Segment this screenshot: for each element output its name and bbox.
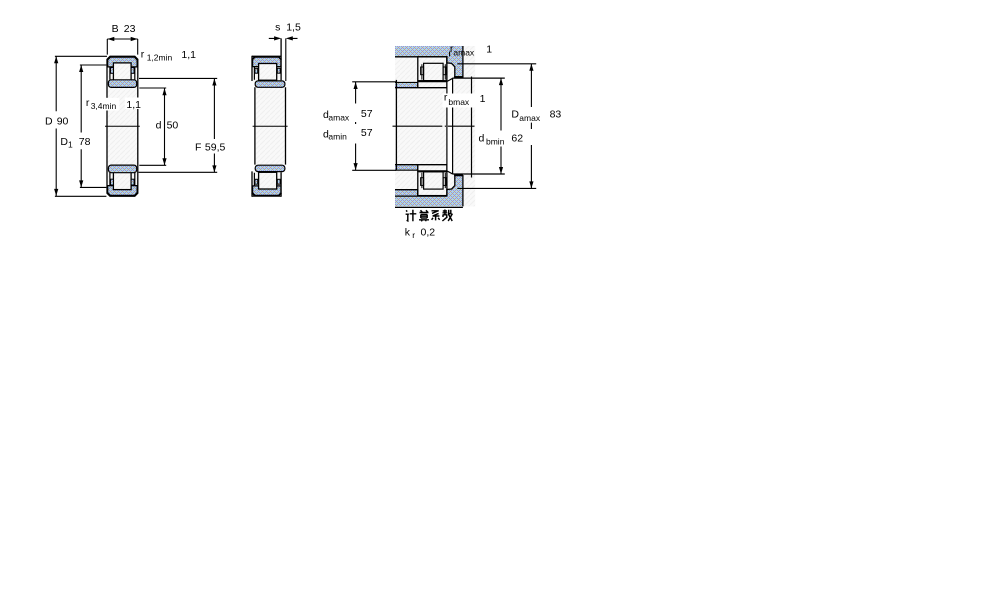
- svg-text:1,1: 1,1: [181, 49, 196, 61]
- svg-text:1,2min: 1,2min: [147, 53, 173, 63]
- svg-text:F: F: [195, 141, 201, 153]
- svg-text:1: 1: [486, 44, 492, 56]
- svg-text:50: 50: [167, 119, 179, 131]
- svg-text:1: 1: [480, 93, 486, 105]
- svg-text:amax: amax: [328, 112, 350, 122]
- svg-text:amin: amin: [328, 132, 347, 142]
- svg-text:d: d: [479, 132, 485, 144]
- svg-text:r: r: [141, 48, 145, 60]
- svg-text:bmax: bmax: [448, 97, 470, 107]
- svg-text:3,4min: 3,4min: [91, 101, 117, 111]
- svg-text:57: 57: [361, 108, 373, 120]
- svg-text:d: d: [323, 128, 329, 140]
- svg-text:r: r: [444, 92, 448, 104]
- svg-text:D: D: [45, 115, 53, 127]
- svg-text:90: 90: [57, 115, 69, 127]
- svg-text:r: r: [450, 43, 454, 55]
- svg-text:57: 57: [361, 127, 373, 139]
- svg-text:1,5: 1,5: [286, 22, 301, 34]
- svg-text:D: D: [60, 136, 68, 148]
- svg-text:1: 1: [68, 139, 73, 149]
- svg-text:bmin: bmin: [486, 137, 505, 147]
- svg-text:83: 83: [550, 109, 562, 121]
- svg-text:62: 62: [511, 132, 523, 144]
- svg-text:amax: amax: [519, 113, 541, 123]
- svg-text:23: 23: [124, 23, 136, 35]
- svg-text:amax: amax: [453, 48, 475, 58]
- svg-text:59,5: 59,5: [205, 141, 226, 153]
- svg-text:k: k: [405, 227, 411, 239]
- svg-text:1,1: 1,1: [126, 99, 141, 111]
- svg-text:r: r: [412, 230, 415, 240]
- svg-text:r: r: [86, 97, 90, 109]
- svg-text:d: d: [156, 119, 162, 131]
- svg-text:0,2: 0,2: [421, 227, 436, 239]
- svg-text:78: 78: [79, 136, 91, 148]
- svg-text:B: B: [112, 23, 119, 35]
- svg-text:s: s: [275, 22, 280, 34]
- svg-text:d: d: [323, 109, 329, 121]
- svg-text:D: D: [511, 109, 519, 121]
